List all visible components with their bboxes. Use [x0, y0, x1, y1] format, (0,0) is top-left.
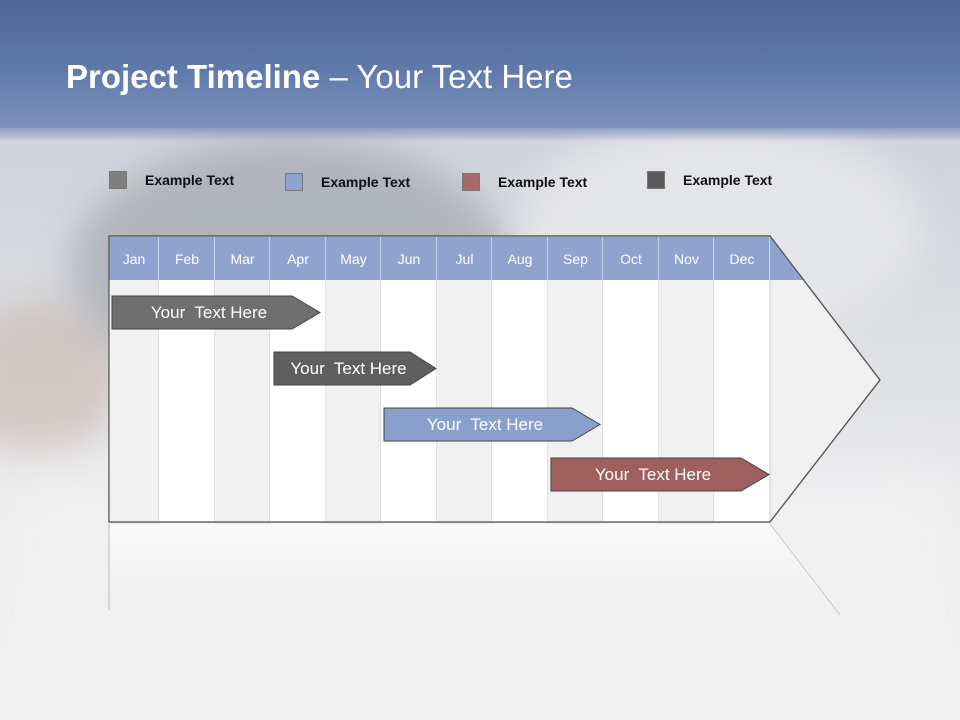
month-label: May	[340, 251, 366, 267]
legend-label: Example Text	[683, 172, 773, 188]
task-bar-label: Your Text Here	[595, 465, 711, 484]
month-header-cell	[215, 237, 270, 280]
task-bar-label: Your Text Here	[151, 303, 267, 322]
title-rest: – Your Text Here	[320, 58, 573, 95]
legend-swatch	[462, 173, 480, 191]
month-label: Apr	[287, 251, 309, 267]
legend-item-2: Example Text	[285, 172, 410, 192]
task-bar-arrow	[273, 351, 437, 386]
month-label: Mar	[230, 251, 254, 267]
task-bar-arrow	[383, 407, 601, 442]
month-header-cell	[381, 237, 437, 280]
task-bar: Your Text Here	[550, 457, 770, 492]
page-title: Project Timeline – Your Text Here	[66, 58, 573, 96]
task-bar: Your Text Here	[273, 351, 437, 386]
title-banner: Project Timeline – Your Text Here	[0, 0, 960, 142]
task-bar-arrow	[111, 295, 321, 330]
month-label: Sep	[563, 251, 588, 267]
legend-label: Example Text	[321, 174, 411, 190]
month-label: Aug	[508, 251, 533, 267]
month-header-cell	[714, 237, 770, 280]
timeline-reflection	[108, 523, 841, 616]
month-label: Jul	[456, 251, 474, 267]
month-header-cell	[109, 237, 159, 280]
legend-item-3: Example Text	[462, 172, 587, 192]
legend-swatch	[285, 173, 303, 191]
timeline-arrow-outline	[108, 235, 881, 523]
month-header-cell	[603, 237, 659, 280]
month-label: Nov	[674, 251, 699, 267]
month-column	[326, 280, 381, 522]
month-header-cell	[326, 237, 381, 280]
month-label: Jun	[398, 251, 421, 267]
month-header-cell	[159, 237, 215, 280]
task-bar: Your Text Here	[383, 407, 601, 442]
month-label: Jan	[123, 251, 146, 267]
legend-item-1: Example Text	[109, 170, 234, 190]
legend-label: Example Text	[498, 174, 588, 190]
legend-swatch	[109, 171, 127, 189]
legend-label: Example Text	[145, 172, 235, 188]
month-header-cell	[492, 237, 548, 280]
task-bar: Your Text Here	[111, 295, 321, 330]
month-column	[381, 280, 437, 522]
task-bar-label: Your Text Here	[290, 359, 406, 378]
month-header-cell	[659, 237, 714, 280]
task-bar-arrow	[550, 457, 770, 492]
month-label: Dec	[730, 251, 755, 267]
month-header-cell	[270, 237, 326, 280]
legend-item-4: Example Text	[647, 170, 772, 190]
month-header-cell	[437, 237, 492, 280]
legend-swatch	[647, 171, 665, 189]
month-label: Feb	[175, 251, 199, 267]
title-bold: Project Timeline	[66, 58, 321, 95]
month-header-cell	[548, 237, 603, 280]
task-bar-label: Your Text Here	[427, 415, 543, 434]
month-label: Oct	[620, 251, 642, 267]
month-column	[492, 280, 548, 522]
month-labels: Jan Feb Mar Apr May Jun Jul Aug Sep Oct Nov Dec	[123, 251, 755, 267]
month-column	[437, 280, 492, 522]
